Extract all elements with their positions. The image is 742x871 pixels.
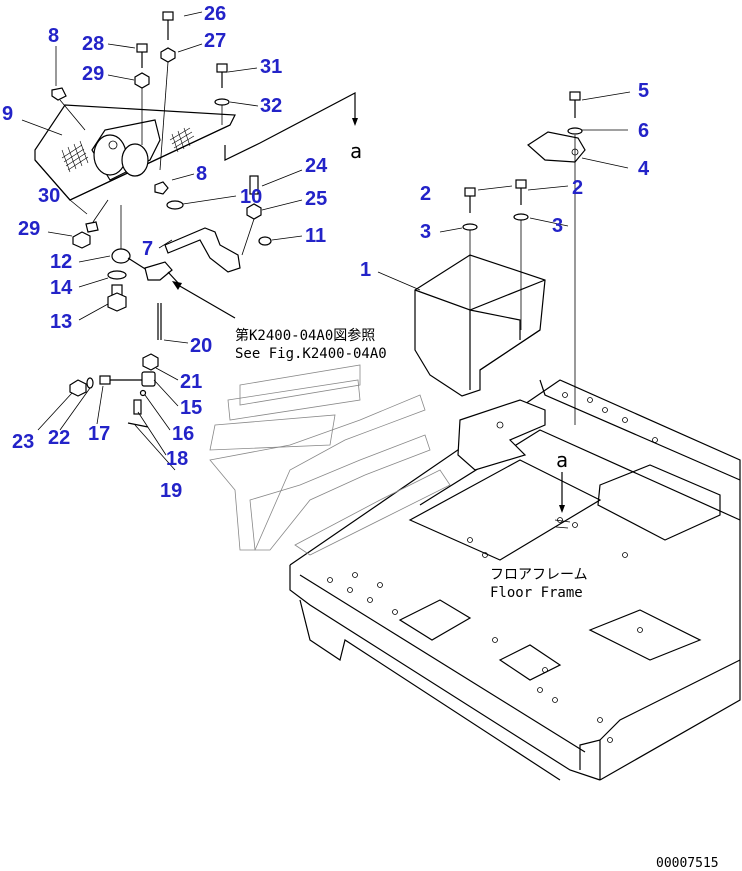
washer-14 (107, 270, 127, 280)
callout-2-left: 2 (420, 183, 431, 205)
pin-16 (133, 389, 147, 415)
callout-8-lower: 8 (196, 163, 207, 185)
nut-23 (69, 379, 87, 397)
section-marker-bottom-label: a (556, 448, 568, 472)
callout-3-left: 3 (420, 221, 431, 243)
nut-25 (241, 203, 262, 256)
frame-label: フロアフレーム Floor Frame (490, 567, 588, 601)
pin-24 (249, 175, 259, 195)
bolt-13 (107, 284, 127, 312)
floor-plate-outline (209, 364, 451, 556)
bolt-26 (159, 11, 176, 171)
callout-15: 15 (180, 397, 202, 419)
pin-17-22 (86, 375, 142, 389)
plate-4 (527, 131, 586, 163)
section-marker-bottom: a (554, 448, 571, 529)
floor-frame (209, 364, 741, 781)
callout-13: 13 (50, 311, 72, 333)
nut-29-lower (72, 231, 91, 249)
callout-10: 10 (240, 186, 262, 208)
callout-29-top: 29 (82, 63, 104, 85)
callout-32: 32 (260, 95, 282, 117)
callout-28: 28 (82, 33, 104, 55)
frame-label-jp: フロアフレーム (490, 567, 588, 583)
callout-3-right: 3 (552, 215, 563, 237)
callout-27: 27 (204, 30, 226, 52)
nut-21 (142, 353, 159, 371)
bolt-28 (134, 43, 150, 145)
cotter-18-19 (127, 422, 176, 471)
callout-23: 23 (12, 431, 34, 453)
nut-8-lower (154, 181, 169, 195)
callout-30: 30 (38, 185, 60, 207)
washer-10 (166, 200, 184, 210)
callout-18: 18 (166, 448, 188, 470)
callout-6: 6 (638, 120, 649, 142)
callout-17: 17 (88, 423, 110, 445)
joint-12 (111, 205, 181, 286)
callout-12: 12 (50, 251, 72, 273)
callout-25: 25 (305, 188, 327, 210)
callout-19: 19 (160, 480, 182, 502)
cover-bracket (414, 254, 546, 471)
bolt-5 (567, 91, 583, 425)
bolt-2-right (513, 179, 529, 330)
lever-7 (164, 227, 241, 273)
pedal-bracket-9 (34, 104, 236, 201)
callout-11: 11 (305, 225, 326, 247)
callout-26: 26 (204, 3, 226, 25)
cap-11 (258, 236, 272, 246)
drawing-number: 00007515 (656, 856, 719, 871)
callout-7: 7 (142, 238, 153, 260)
bolt-2-left (462, 187, 478, 318)
callout-9: 9 (2, 103, 13, 125)
cap-30 (85, 199, 109, 233)
callout-1: 1 (360, 259, 371, 281)
reference-note: 第K2400-04A0図参照 See Fig.K2400-04A0 (235, 327, 387, 362)
bolt-31 (214, 63, 230, 125)
callout-labels: 1 2 2 3 3 4 5 6 7 8 8 9 10 11 12 13 14 1… (2, 3, 650, 502)
callout-4: 4 (638, 158, 650, 180)
callout-24: 24 (305, 155, 328, 177)
callout-29-lower: 29 (18, 218, 40, 240)
callout-16: 16 (172, 423, 194, 445)
callout-8-top: 8 (48, 25, 59, 47)
callout-20: 20 (190, 335, 212, 357)
callout-31: 31 (260, 56, 282, 78)
frame-label-en: Floor Frame (490, 585, 583, 601)
joint-15 (141, 371, 156, 387)
leader-lines (21, 11, 631, 456)
callout-21: 21 (180, 371, 202, 393)
reference-arrow (172, 281, 236, 319)
callout-22: 22 (48, 427, 70, 449)
reference-note-en: See Fig.K2400-04A0 (235, 346, 387, 362)
reference-note-jp: 第K2400-04A0図参照 (235, 327, 375, 344)
callout-14: 14 (50, 277, 73, 299)
callout-2-right: 2 (572, 177, 583, 199)
rod-20 (157, 303, 162, 340)
section-marker-top-label: a (350, 139, 362, 163)
nut-8-top (51, 87, 86, 131)
section-marker-top: a (224, 92, 362, 163)
callout-5: 5 (638, 80, 649, 102)
